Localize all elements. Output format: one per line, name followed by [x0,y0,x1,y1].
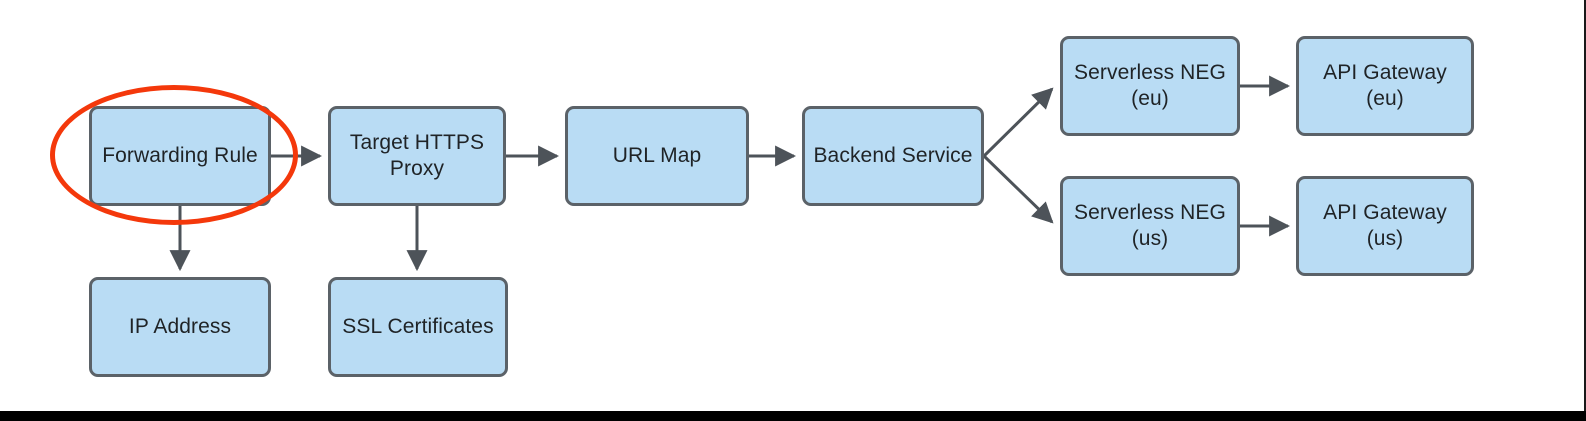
node-api-gateway-eu[interactable]: API Gateway (eu) [1296,36,1474,136]
node-ssl-certificates[interactable]: SSL Certificates [328,277,508,377]
node-serverless-neg-us[interactable]: Serverless NEG (us) [1060,176,1240,276]
node-url-map[interactable]: URL Map [565,106,749,206]
screenshot-bottom-bar [0,411,1586,421]
node-backend-service[interactable]: Backend Service [802,106,984,206]
screenshot-right-edge [1584,0,1586,411]
edge-backend-service-to-serverless-neg-us [982,154,1054,224]
node-ip-address[interactable]: IP Address [89,277,271,377]
edge-backend-service-to-serverless-neg-eu [982,87,1054,158]
node-target-https-proxy[interactable]: Target HTTPS Proxy [328,106,506,206]
highlight-ellipse-annotation [50,85,298,225]
node-api-gateway-us[interactable]: API Gateway (us) [1296,176,1474,276]
node-serverless-neg-eu[interactable]: Serverless NEG (eu) [1060,36,1240,136]
